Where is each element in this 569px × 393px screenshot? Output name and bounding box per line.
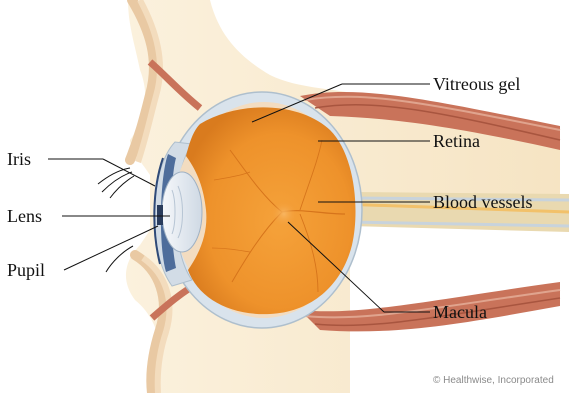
label-lens: Lens [7,206,42,226]
copyright-credit: © Healthwise, Incorporated [433,375,554,386]
label-iris: Iris [7,149,31,169]
label-retina: Retina [433,131,480,151]
vitreous-body [186,107,356,314]
pupil-opening [157,205,163,225]
label-vitreous-gel: Vitreous gel [433,74,520,94]
label-macula: Macula [433,302,487,322]
label-pupil: Pupil [7,260,45,280]
macula-spot [269,199,299,229]
label-blood-vessels: Blood vessels [433,192,533,212]
